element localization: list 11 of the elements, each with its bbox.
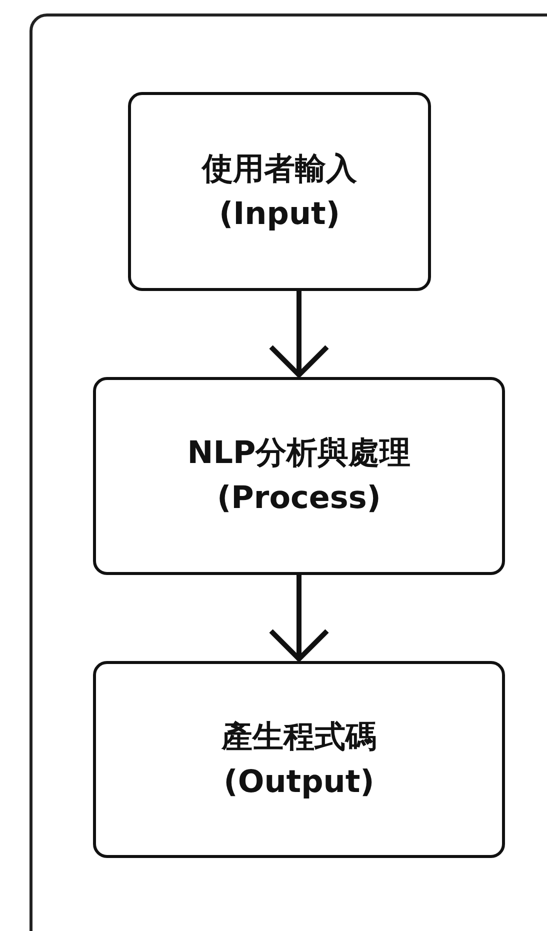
box-label: (Process) — [217, 479, 381, 518]
box-label: 產生程式碼 — [222, 718, 376, 757]
arrow — [268, 575, 330, 662]
box-label: NLP分析與處理 — [187, 434, 411, 474]
box-label: 使用者輸入 — [202, 150, 357, 189]
process-box — [93, 377, 505, 575]
arrow — [268, 291, 330, 378]
box-label: (Output) — [224, 762, 374, 802]
process-box — [128, 92, 431, 291]
box-label: (Input) — [218, 194, 340, 234]
process-box — [93, 661, 505, 858]
